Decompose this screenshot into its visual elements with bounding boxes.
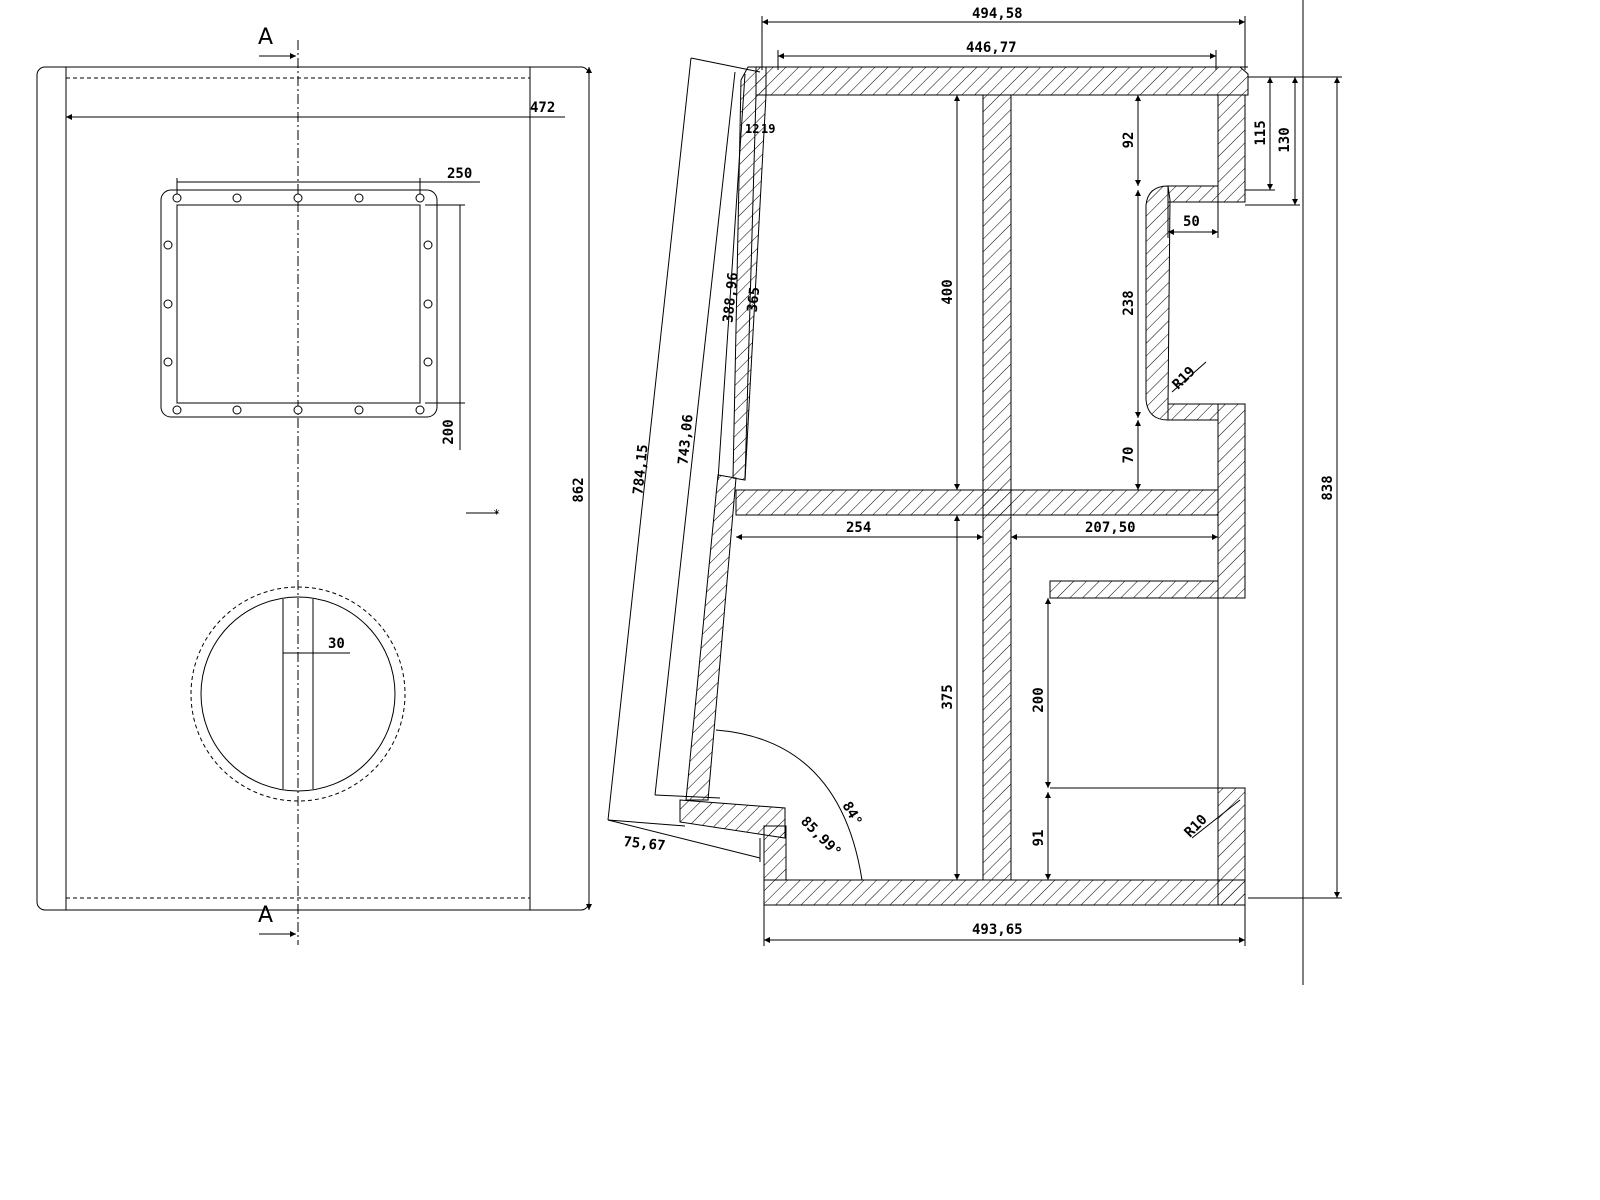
right-upper-wall (1217, 94, 1246, 203)
dim-step-70: 70 (1121, 447, 1137, 464)
dim-step-50: 50 (1183, 214, 1200, 230)
middle-step-shelf (1167, 403, 1219, 421)
dim-step-92: 92 (1121, 132, 1137, 149)
lower-port-wall (1049, 580, 1219, 599)
bolt-holes (163, 193, 433, 415)
dim-right-130: 130 (1277, 127, 1293, 152)
top-panel (755, 66, 1249, 96)
dim-front-width: 472 (530, 100, 555, 116)
dim-angle-86: 85,99° (797, 814, 844, 861)
dim-upper-chamber: 400 (940, 279, 956, 304)
dim-opening-height: 200 (441, 419, 457, 444)
dim-step-238: 238 (1121, 290, 1137, 315)
dim-slant-outer: 784,15 (630, 444, 651, 496)
dim-height-right: 838 (1320, 475, 1336, 500)
driver-opening (176, 204, 421, 404)
section-mark-top: A (258, 25, 273, 50)
port-circle (200, 596, 396, 792)
angle-arc (715, 729, 863, 881)
base-foot (763, 825, 787, 881)
dim-panel-19: 19 (761, 122, 775, 136)
dim-radius-10: R10 (1182, 812, 1211, 841)
driver-mount-flange (160, 189, 438, 418)
dim-slant-upper-outer: 388,96 (720, 272, 741, 324)
dim-bottom-overall: 493,65 (972, 922, 1023, 938)
bottom-panel (763, 879, 1246, 906)
section-mark-bottom: A (258, 903, 273, 928)
duct-wall (1145, 185, 1171, 421)
dim-front-height: 862 (571, 477, 587, 502)
dim-port-91: 91 (1031, 830, 1047, 847)
dim-base-75: 75,67 (623, 834, 667, 854)
front-view: 472 862 250 200 (36, 25, 592, 945)
horizontal-divider (735, 489, 1219, 516)
section-view: 494,58 446,77 493,65 838 115 130 92 238 … (607, 0, 1342, 985)
dim-top-inner: 446,77 (966, 40, 1017, 56)
dim-slant-upper-inner: 365 (745, 286, 764, 313)
dim-opening-width: 250 (447, 166, 472, 182)
dim-port-200: 200 (1031, 687, 1047, 712)
dim-radius-19: R19 (1170, 364, 1199, 393)
dim-shelf-left: 254 (846, 520, 871, 536)
dim-slant-inner: 743,06 (675, 414, 696, 466)
dim-right-115: 115 (1253, 120, 1269, 145)
port-outer-circle (190, 586, 406, 802)
front-slant-lower (685, 474, 737, 801)
dim-lower-chamber: 375 (940, 684, 956, 709)
dim-panel-12: 12 (745, 122, 759, 136)
dim-top-overall: 494,58 (972, 6, 1023, 22)
upper-step-shelf (1167, 185, 1219, 203)
dim-port-brace: 30 (328, 636, 345, 652)
vertical-divider (982, 94, 1012, 881)
star-marker: * (493, 507, 500, 521)
dim-shelf-right: 207,50 (1085, 520, 1136, 536)
right-middle-wall (1217, 403, 1246, 599)
